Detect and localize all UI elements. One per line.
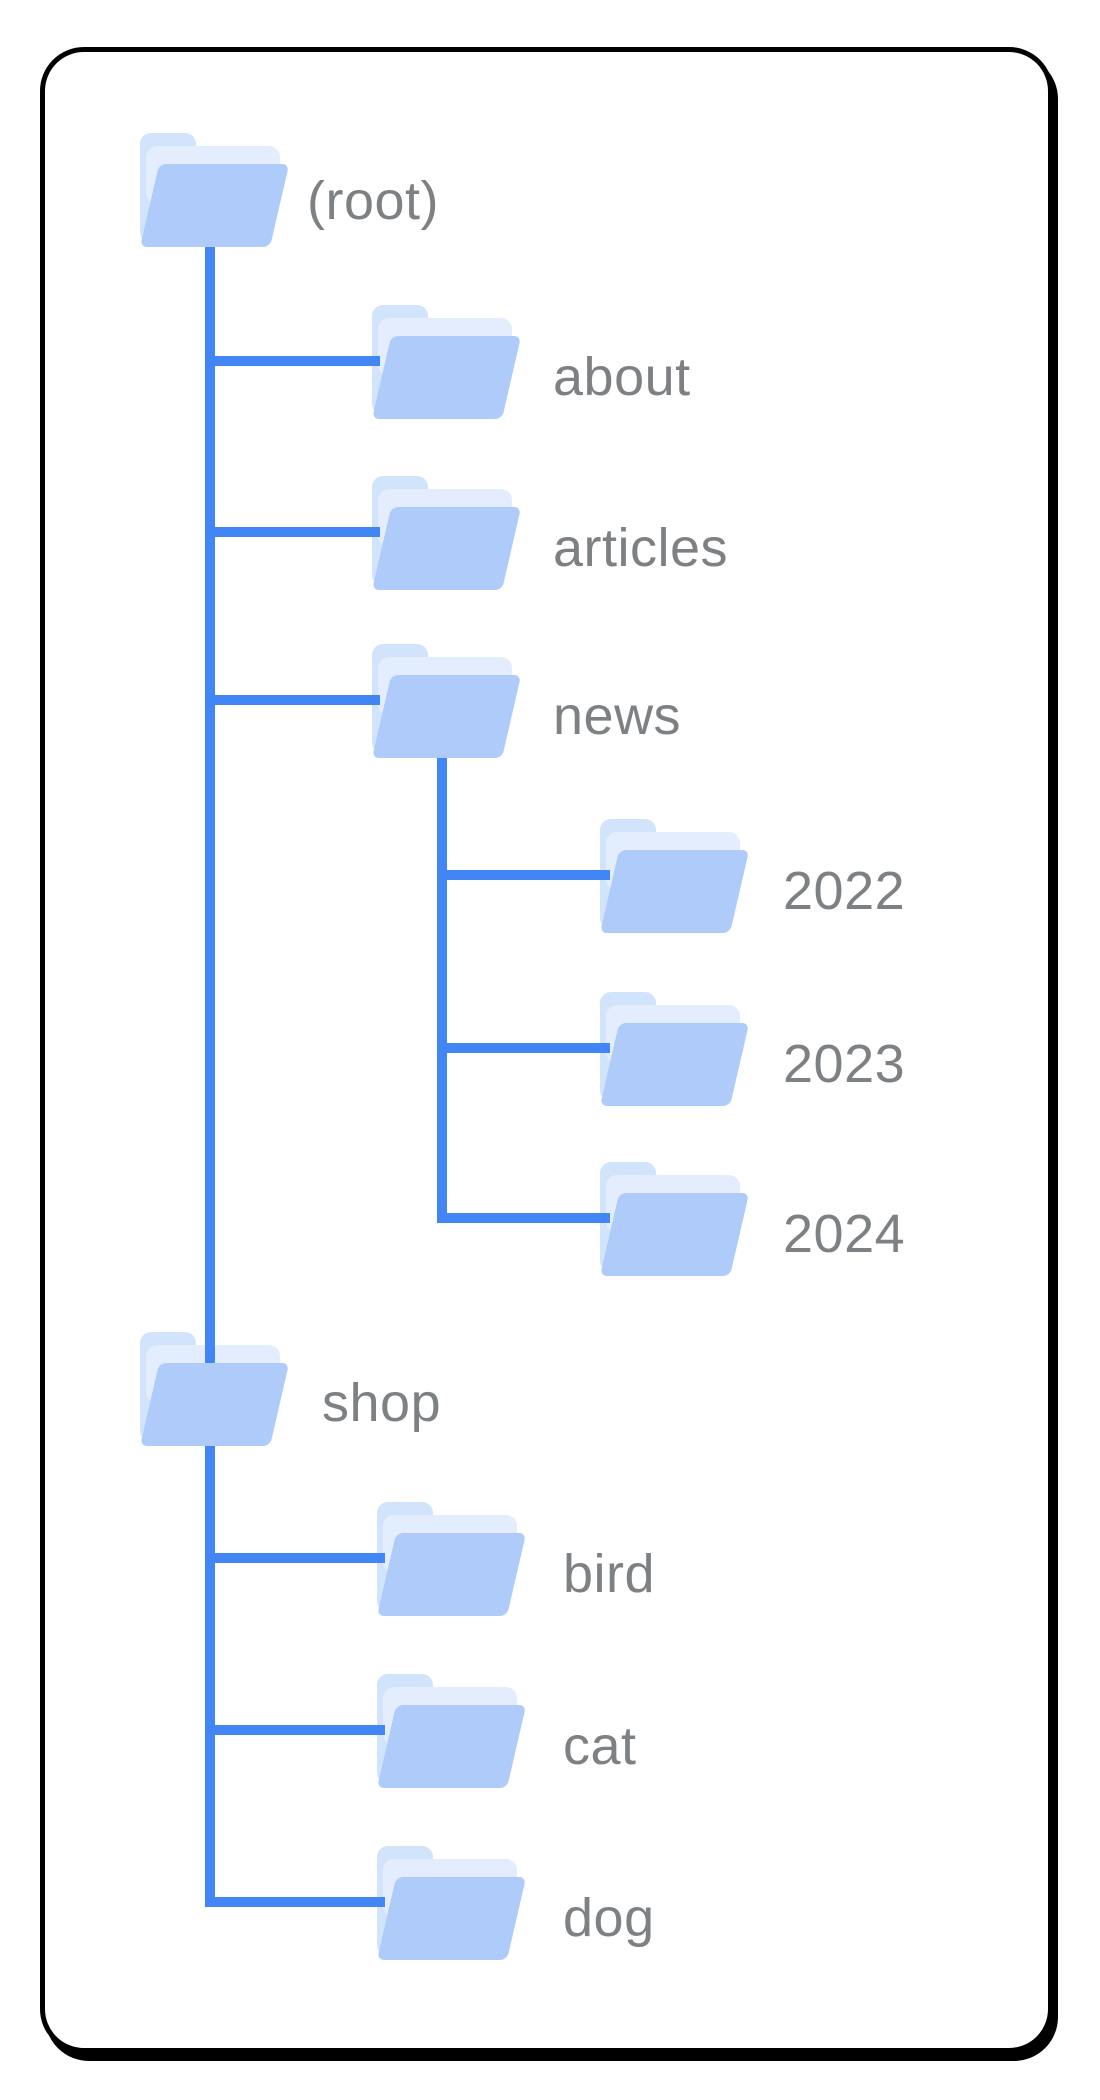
node-label-news: news: [553, 686, 682, 746]
node-label-shop: shop: [322, 1373, 442, 1433]
node-label-2022: 2022: [783, 861, 906, 921]
folder-icon-shop: [140, 1332, 300, 1452]
folder-front-shape: [372, 675, 522, 758]
node-label-root: (root): [307, 171, 440, 231]
branch-line-bird: [205, 1553, 385, 1563]
branch-line-cat: [205, 1725, 385, 1735]
folder-front-shape: [377, 1533, 527, 1616]
folder-front-shape: [377, 1877, 527, 1960]
branch-line-2024: [437, 1213, 610, 1223]
node-label-bird: bird: [563, 1544, 656, 1604]
branch-line-dog: [205, 1897, 385, 1907]
node-label-articles: articles: [553, 518, 729, 578]
node-label-cat: cat: [563, 1716, 637, 1776]
branch-line-2022: [437, 870, 610, 880]
branch-line-about: [205, 356, 380, 366]
node-label-dog: dog: [563, 1888, 655, 1948]
folder-front-shape: [372, 336, 522, 419]
folder-icon-cat: [377, 1674, 537, 1794]
branch-line-news: [205, 695, 380, 705]
folder-front-shape: [600, 1023, 750, 1106]
folder-icon-2024: [600, 1162, 760, 1282]
folder-front-shape: [600, 850, 750, 933]
node-label-about: about: [553, 347, 691, 407]
folder-icon-root: [140, 133, 300, 253]
folder-front-shape: [140, 1363, 290, 1446]
node-label-2024: 2024: [783, 1204, 906, 1264]
folder-icon-about: [372, 305, 532, 425]
branch-line-2023: [437, 1043, 610, 1053]
folder-icon-articles: [372, 476, 532, 596]
folder-icon-dog: [377, 1846, 537, 1966]
folder-front-shape: [372, 507, 522, 590]
folder-icon-2023: [600, 992, 760, 1112]
trunk-line-news: [437, 755, 447, 1223]
folder-icon-bird: [377, 1502, 537, 1622]
folder-icon-2022: [600, 819, 760, 939]
folder-front-shape: [377, 1705, 527, 1788]
folder-icon-news: [372, 644, 532, 764]
folder-front-shape: [140, 164, 290, 247]
folder-front-shape: [600, 1193, 750, 1276]
branch-line-articles: [205, 527, 380, 537]
node-label-2023: 2023: [783, 1034, 906, 1094]
trunk-line-root: [205, 245, 215, 1907]
